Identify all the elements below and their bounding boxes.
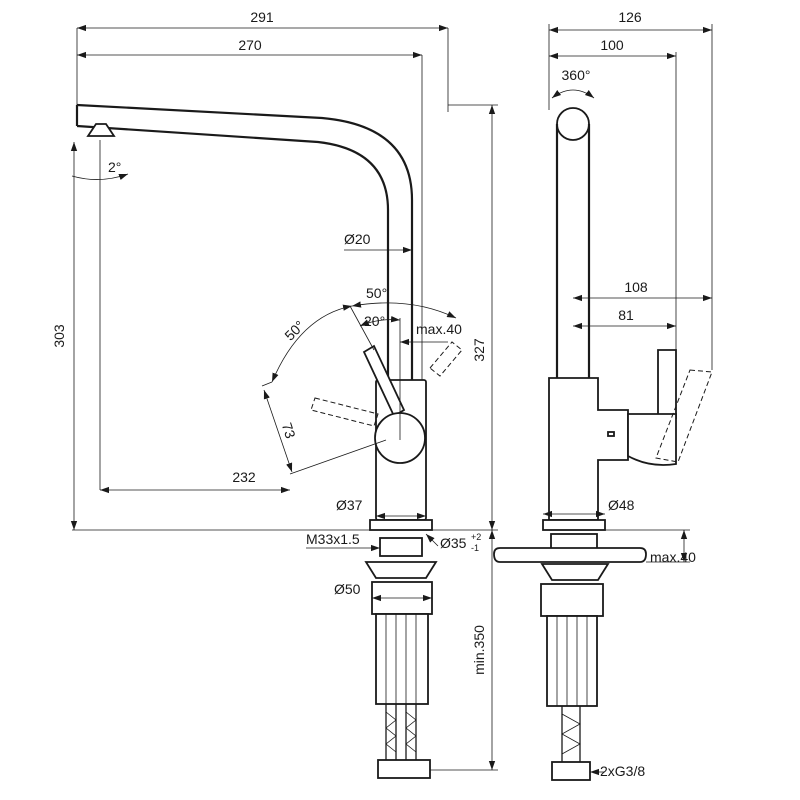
- spout-inner-outline: [76, 124, 390, 380]
- dim-dia37: Ø37: [336, 497, 363, 513]
- dim-270: 270: [238, 37, 262, 53]
- dim-connection: 2xG3/8: [600, 763, 645, 779]
- side-dimensions: 126 100 360° 108 81 Ø48 max.40 2xG3/8: [543, 9, 713, 779]
- dim-81: 81: [618, 307, 634, 323]
- dim-100: 100: [600, 37, 624, 53]
- dim-max40-lever: max.40: [416, 321, 462, 337]
- dim-thread: M33x1.5: [306, 531, 360, 547]
- dim-dia20: Ø20: [344, 231, 371, 247]
- dim-20deg: 20°: [364, 313, 385, 329]
- spout-end-side: [556, 107, 590, 141]
- worktop: [493, 547, 647, 563]
- lever: [362, 344, 406, 418]
- dim-232: 232: [232, 469, 256, 485]
- dim-dia35-tol-plus: +2: [471, 532, 481, 542]
- front-view: [75, 103, 463, 779]
- lever-alt-position: [310, 397, 379, 427]
- swivel-arrow-icon: [551, 89, 595, 99]
- hose-nut-side: [551, 761, 591, 781]
- dim-126: 126: [618, 9, 642, 25]
- dim-360deg: 360°: [562, 67, 591, 83]
- flex-hose-right: [405, 704, 417, 760]
- dim-327: 327: [471, 338, 487, 362]
- front-dimensions: 291 270 2° 303 327 Ø20 50° 50° 20° max.4…: [51, 9, 498, 771]
- dim-50deg-left: 50°: [281, 317, 307, 343]
- fixing-clip: [364, 561, 438, 579]
- dim-50deg-top: 50°: [366, 285, 387, 301]
- hose-nut: [377, 759, 431, 779]
- dim-dia35: Ø35: [440, 535, 467, 551]
- side-view: [493, 107, 713, 781]
- dim-dia35-tol-minus: -1: [471, 543, 479, 553]
- dim-303: 303: [51, 324, 67, 348]
- spout-outline: [76, 103, 414, 380]
- dim-291: 291: [250, 9, 274, 25]
- deck-flange: [369, 519, 433, 531]
- dim-min350: min.350: [471, 625, 487, 675]
- aerator-icon: [86, 123, 116, 137]
- dim-max40-deck: max.40: [650, 549, 696, 565]
- threaded-shank: [375, 613, 429, 705]
- dim-73: 73: [279, 421, 299, 441]
- dim-2deg: 2°: [108, 159, 121, 175]
- dim-dia48: Ø48: [608, 497, 635, 513]
- flex-hose-left: [385, 704, 397, 760]
- dim-108: 108: [624, 279, 648, 295]
- lever-side: [657, 349, 677, 419]
- dim-dia50: Ø50: [334, 581, 361, 597]
